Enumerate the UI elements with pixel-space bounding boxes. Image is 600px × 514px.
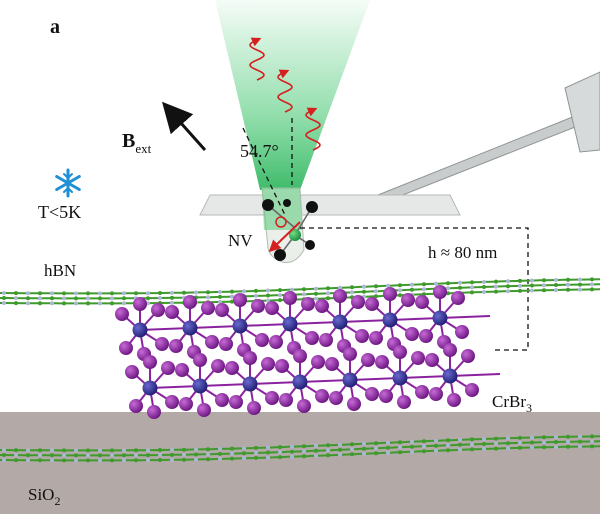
nv-label: NV [228,231,253,250]
sio2-label: SiO2 [28,485,60,508]
guide-lines [242,118,529,351]
hbn-layer-top [0,277,600,306]
crbr3-crystal [115,285,501,419]
field-arrow [162,101,207,151]
diamond-lattice [262,199,318,261]
temperature-label: T<5K [38,202,81,222]
hbn-layer-bottom [0,434,600,463]
distance-label: h ≈ 80 nm [428,243,497,262]
laser-beam [215,0,370,190]
angle-label: 54.7° [240,141,279,161]
crbr3-label: CrBr3 [492,392,532,415]
field-label: Bext [122,130,152,156]
panel-label: a [50,16,60,38]
cantilever [376,71,600,201]
microwave-waves [249,37,321,151]
sio2-substrate [0,412,600,514]
diamond-plate [199,194,461,216]
hbn-label: hBN [44,261,76,280]
snowflake-icon [55,168,81,198]
